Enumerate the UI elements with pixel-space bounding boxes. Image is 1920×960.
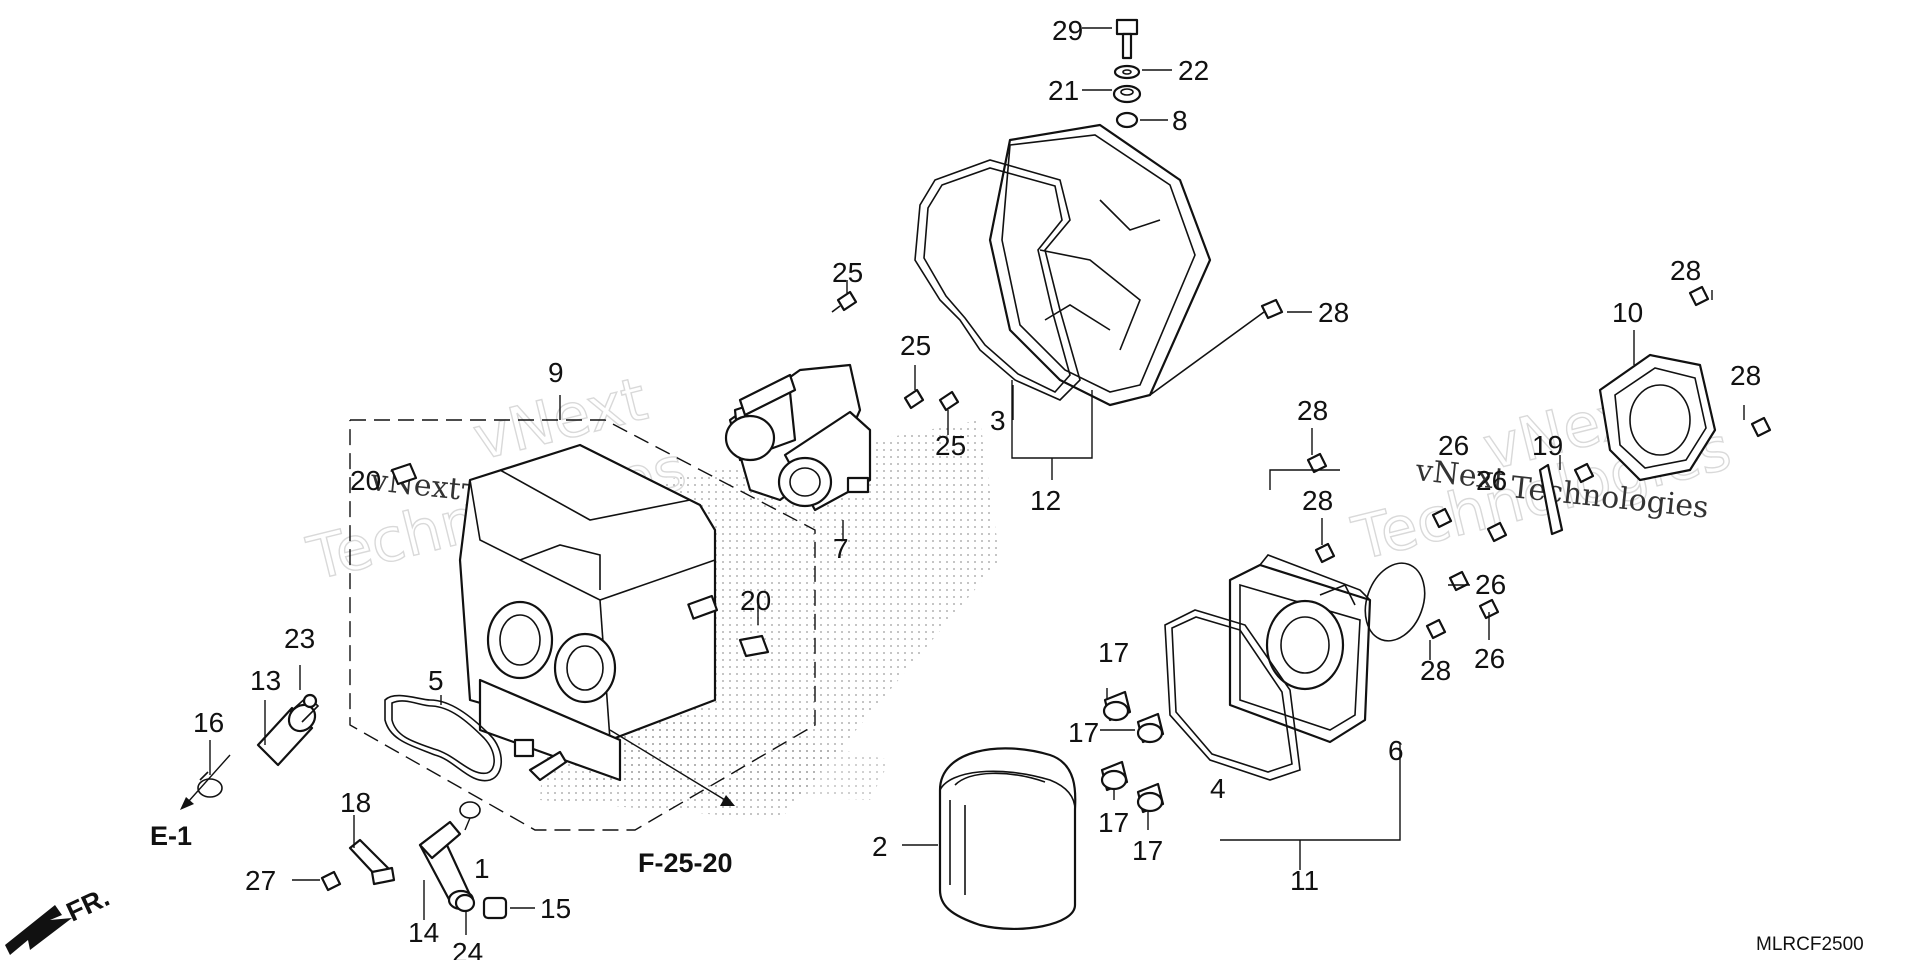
ref-e1: E-1 <box>150 821 192 851</box>
svg-text:vNext: vNext <box>368 463 462 507</box>
callout-6: 6 <box>1388 735 1404 766</box>
leader-lines <box>209 27 1745 935</box>
ref-f2520: F-25-20 <box>638 848 733 878</box>
bracket-18 <box>348 838 396 886</box>
callout-21: 21 <box>1048 75 1079 106</box>
callout-25-b: 25 <box>900 330 931 361</box>
callout-18: 18 <box>340 787 371 818</box>
o-ring-6 <box>1364 562 1426 642</box>
callout-28-a: 28 <box>1318 297 1349 328</box>
callout-15: 15 <box>540 893 571 924</box>
callout-20-a: 20 <box>350 465 381 496</box>
funnel-7 <box>724 363 872 512</box>
plug-15 <box>482 896 508 920</box>
callout-26-d: 26 <box>1474 643 1505 674</box>
ref-fr: FR. <box>62 882 114 928</box>
diagram-code: MLRCF2500 <box>1756 934 1864 955</box>
callout-25-a: 25 <box>832 257 863 288</box>
bracket-19 <box>1538 463 1564 536</box>
housing-11 <box>1228 554 1372 744</box>
callout-19: 19 <box>1532 430 1563 461</box>
callout-28-b: 28 <box>1297 395 1328 426</box>
callout-1: 1 <box>474 853 490 884</box>
collar-17-d <box>1136 782 1165 814</box>
collar-17-b <box>1136 712 1165 744</box>
washer-22 <box>1113 64 1141 80</box>
e1-arrow <box>180 754 231 810</box>
tube-13 <box>256 693 320 767</box>
callout-29: 29 <box>1052 15 1083 46</box>
callout-9: 9 <box>548 357 564 388</box>
callout-17-d: 17 <box>1132 835 1163 866</box>
callout-26-b: 26 <box>1476 465 1507 496</box>
callout-28-e: 28 <box>1670 255 1701 286</box>
clamp-16 <box>197 771 223 798</box>
block-20 <box>390 462 770 658</box>
cover-12 <box>988 123 1212 407</box>
callout-17-a: 17 <box>1098 637 1129 668</box>
grommet-21 <box>1112 84 1142 104</box>
gasket-5 <box>384 694 503 782</box>
callout-5: 5 <box>428 665 444 696</box>
callout-28-c: 28 <box>1302 485 1333 516</box>
callout-20-b: 20 <box>740 585 771 616</box>
callout-26-a: 26 <box>1438 430 1469 461</box>
f2520-arrow <box>609 729 735 806</box>
callout-3: 3 <box>990 405 1006 436</box>
callout-24: 24 <box>452 937 483 960</box>
callout-28-d: 28 <box>1420 655 1451 686</box>
callout-28-f: 28 <box>1730 360 1761 391</box>
clamp-1 <box>459 801 481 819</box>
clamp-24 <box>454 893 476 913</box>
callout-26-c: 26 <box>1475 569 1506 600</box>
callout-14: 14 <box>408 917 439 948</box>
callout-11: 11 <box>1290 865 1319 896</box>
bolt-29 <box>1115 18 1139 60</box>
collar-8 <box>1115 111 1139 129</box>
callout-7: 7 <box>833 533 849 564</box>
callout-13: 13 <box>250 665 281 696</box>
bolt-28-cover <box>1149 298 1284 396</box>
gasket-3 <box>914 159 1081 401</box>
group-bracket-11 <box>1220 469 1401 870</box>
callout-2: 2 <box>872 831 888 862</box>
cover-10 <box>1598 353 1717 482</box>
fr-arrow-icon <box>5 905 72 955</box>
bolt-25-mid <box>903 388 925 410</box>
collar-17-c <box>1100 760 1129 792</box>
callout-4: 4 <box>1210 773 1226 804</box>
air-filter-element-2 <box>938 747 1077 931</box>
air-cleaner-case <box>458 443 719 782</box>
callout-16: 16 <box>193 707 224 738</box>
callout-8: 8 <box>1172 105 1188 136</box>
callout-17-b: 17 <box>1068 717 1099 748</box>
callout-10: 10 <box>1612 297 1643 328</box>
bolt-25-top <box>831 290 858 313</box>
callouts: 29 22 21 8 28 25 25 25 3 12 9 20 7 20 23… <box>62 15 1864 960</box>
callout-25-c: 25 <box>935 430 966 461</box>
callout-27: 27 <box>245 865 276 896</box>
collar-17-a <box>1102 690 1132 722</box>
callout-12: 12 <box>1030 485 1061 516</box>
bolt-27 <box>320 870 342 892</box>
callout-23: 23 <box>284 623 315 654</box>
gasket-4 <box>1164 609 1301 781</box>
callout-22: 22 <box>1178 55 1209 86</box>
callout-17-c: 17 <box>1098 807 1129 838</box>
group-bracket-12 <box>1011 380 1093 480</box>
group-box-9 <box>349 395 816 831</box>
bolt-25-right <box>938 390 960 412</box>
